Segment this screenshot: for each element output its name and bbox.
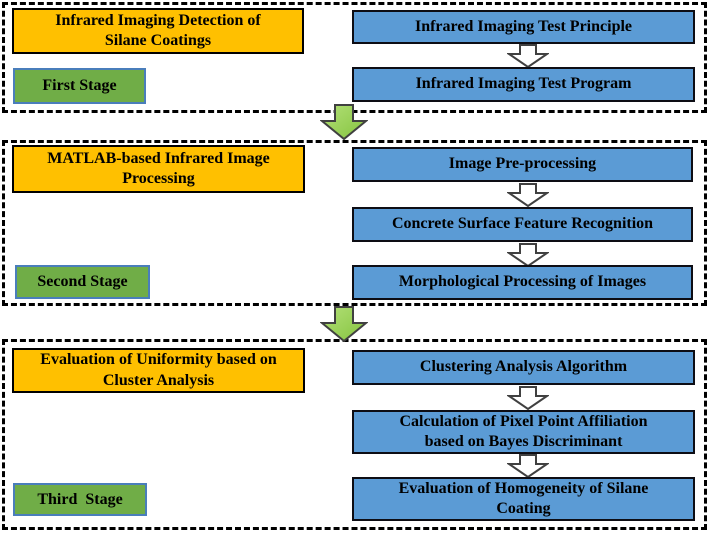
first-stage-title-box: Infrared Imaging Detection of Silane Coa…	[12, 8, 304, 54]
third-stage-title-box: Evaluation of Uniformity based on Cluste…	[12, 348, 305, 393]
third-stage-badge: Third Stage	[13, 483, 147, 516]
step-label: Infrared Imaging Test Program	[415, 75, 632, 93]
step-label: Calculation of Pixel Point Affiliation b…	[399, 412, 648, 450]
step-label: Infrared Imaging Test Principle	[414, 17, 633, 35]
second-stage-badge-label: Second Stage	[37, 273, 128, 290]
step-infrared-test-program: Infrared Imaging Test Program	[352, 67, 695, 102]
section-third-stage: Evaluation of Uniformity based on Cluste…	[2, 339, 707, 530]
stage-transition-arrow-icon	[320, 306, 368, 342]
step-label: Clustering Analysis Algorithm	[419, 358, 628, 376]
step-pixel-point-affiliation: Calculation of Pixel Point Affiliation b…	[352, 410, 695, 454]
second-stage-title-box: MATLAB-based Infrared Image Processing	[12, 145, 305, 193]
second-stage-badge: Second Stage	[15, 265, 150, 299]
down-arrow-icon	[507, 44, 549, 68]
step-morphological-processing: Morphological Processing of Images	[352, 265, 693, 300]
down-arrow-icon	[507, 183, 549, 207]
step-homogeneity-evaluation: Evaluation of Homogeneity of Silane Coat…	[352, 477, 695, 521]
step-label: Morphological Processing of Images	[398, 273, 647, 291]
down-arrow-icon	[507, 454, 549, 478]
step-label: Image Pre-processing	[448, 155, 597, 173]
second-stage-title: MATLAB-based Infrared Image Processing	[47, 149, 270, 187]
step-infrared-test-principle: Infrared Imaging Test Principle	[352, 10, 695, 44]
section-second-stage: MATLAB-based Infrared Image Processing S…	[2, 140, 707, 306]
stage-transition-arrow-icon	[320, 104, 368, 140]
first-stage-title: Infrared Imaging Detection of Silane Coa…	[55, 11, 261, 49]
third-stage-title: Evaluation of Uniformity based on Cluste…	[40, 351, 277, 389]
down-arrow-icon	[507, 243, 549, 267]
step-image-preprocessing: Image Pre-processing	[352, 147, 693, 182]
down-arrow-icon	[507, 386, 549, 410]
step-label: Evaluation of Homogeneity of Silane Coat…	[398, 479, 649, 517]
step-label: Concrete Surface Feature Recognition	[391, 215, 654, 233]
section-first-stage: Infrared Imaging Detection of Silane Coa…	[2, 2, 707, 113]
step-clustering-analysis-algorithm: Clustering Analysis Algorithm	[352, 350, 695, 385]
first-stage-badge: First Stage	[13, 68, 146, 104]
step-concrete-surface-feature-recognition: Concrete Surface Feature Recognition	[352, 207, 693, 242]
first-stage-badge-label: First Stage	[42, 77, 117, 94]
third-stage-badge-label: Third Stage	[37, 490, 123, 508]
